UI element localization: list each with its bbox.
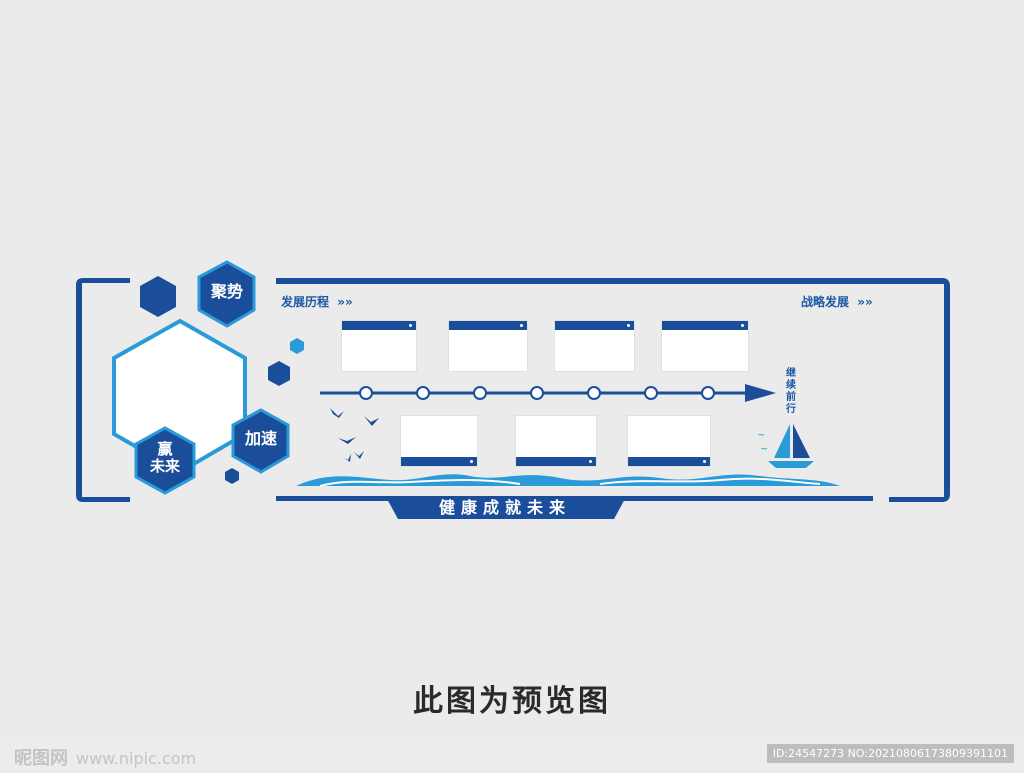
hexagon-icon — [225, 468, 239, 484]
timeline-card — [449, 321, 527, 371]
hexagon-icon — [140, 276, 176, 317]
hex-label-bottom-line2: 未来 — [149, 457, 180, 476]
timeline-card — [342, 321, 416, 371]
timeline-end-label: 继续前行 — [786, 368, 796, 415]
timeline-arrow-icon — [745, 384, 776, 402]
banner-title: 健康成就未来 — [438, 498, 571, 517]
timeline-card — [628, 416, 710, 466]
chevron-right-icon: »» — [337, 295, 353, 309]
svg-text:~: ~ — [760, 444, 768, 455]
site-watermark: 昵图网 www.nipic.com — [14, 744, 196, 770]
timeline-node — [416, 386, 430, 400]
chevron-right-icon: »» — [857, 295, 873, 309]
timeline-node — [473, 386, 487, 400]
bird-icon — [330, 408, 379, 462]
timeline-nodes — [359, 386, 715, 400]
timeline-node — [587, 386, 601, 400]
hexagon-icon — [290, 338, 304, 354]
timeline-right-label: 战略发展 »» — [801, 293, 873, 310]
timeline-card — [516, 416, 596, 466]
hexagon-icon — [231, 408, 290, 474]
hexagon-icon — [134, 426, 196, 495]
timeline-node — [359, 386, 373, 400]
outer-frame — [76, 278, 950, 519]
hexagon-icon — [197, 260, 256, 328]
timeline-card — [401, 416, 477, 466]
site-url: www.nipic.com — [76, 749, 197, 768]
timeline-node — [644, 386, 658, 400]
hex-label-top: 聚势 — [210, 282, 243, 301]
timeline-node — [701, 386, 715, 400]
image-info: ID:24547273 NO:20210806173809391101 — [766, 744, 1014, 763]
timeline-left-text: 发展历程 — [281, 295, 330, 309]
svg-text:~: ~ — [757, 430, 765, 441]
hex-label-bottom: 赢 未来 — [136, 440, 194, 476]
sailboat-icon: ~ ~ — [757, 424, 814, 468]
timeline-left-label: 发展历程 »» — [281, 293, 353, 310]
wave-decoration — [296, 474, 840, 486]
hexagon-icon — [268, 361, 290, 386]
timeline-node — [530, 386, 544, 400]
site-name: 昵图网 — [14, 748, 68, 769]
timeline-card — [662, 321, 748, 371]
preview-notice: 此图为预览图 — [413, 684, 611, 719]
timeline-right-text: 战略发展 — [801, 295, 850, 309]
timeline-card — [555, 321, 634, 371]
hex-label-right: 加速 — [244, 429, 277, 448]
hex-label-bottom-line1: 赢 — [157, 440, 173, 458]
